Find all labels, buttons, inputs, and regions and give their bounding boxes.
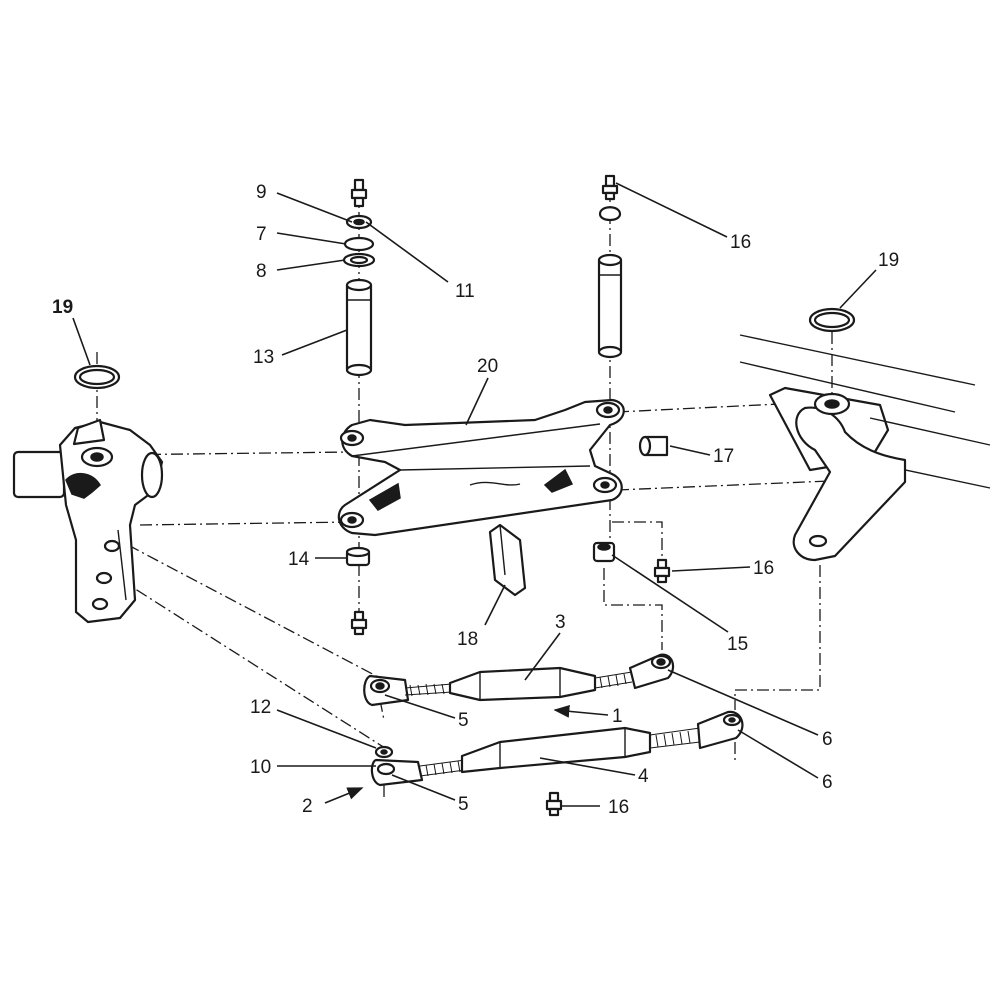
right-steering-arm	[792, 392, 907, 562]
grease-fitting-left-lower	[350, 610, 368, 636]
callout-16-bottom: 16	[608, 797, 629, 818]
tie-rod-lower	[370, 710, 744, 787]
seal-ring-right	[808, 307, 856, 333]
callout-10: 10	[250, 757, 271, 778]
callout-3: 3	[555, 612, 566, 633]
callout-12: 12	[250, 697, 271, 718]
callout-17: 17	[713, 446, 734, 467]
callout-16-top: 16	[730, 232, 751, 253]
grease-fitting-right-mid	[653, 558, 671, 584]
left-pivot-stack	[342, 178, 376, 377]
callout-19-right: 19	[878, 250, 899, 271]
callout-9: 9	[256, 182, 267, 203]
callout-13: 13	[253, 347, 274, 368]
bushing-15	[592, 541, 616, 563]
callout-2: 2	[302, 796, 313, 817]
callout-20: 20	[477, 356, 498, 377]
left-steering-knuckle	[12, 418, 164, 624]
callout-labels: 19 9 7 8 11 13 16 19 20 17 14 16 18 15 3…	[52, 182, 899, 818]
callout-6-upper: 6	[822, 729, 833, 750]
callout-16-mid: 16	[753, 558, 774, 579]
callout-1: 1	[612, 706, 623, 727]
center-arm	[337, 398, 625, 537]
stop-block-18	[488, 523, 527, 597]
callout-7: 7	[256, 224, 267, 245]
seal-ring-left	[73, 364, 121, 390]
grease-fitting-bottom	[545, 791, 563, 817]
bushing-14	[345, 546, 371, 567]
callout-8: 8	[256, 261, 267, 282]
callout-14: 14	[288, 549, 310, 570]
callout-5-upper: 5	[458, 710, 469, 731]
callout-4: 4	[638, 766, 649, 787]
callout-19-left: 19	[52, 297, 73, 318]
callout-11: 11	[455, 281, 475, 302]
tie-rod-upper	[363, 653, 675, 707]
callout-5-lower: 5	[458, 794, 469, 815]
leader-lines	[72, 182, 877, 807]
callout-15: 15	[727, 634, 748, 655]
callout-18: 18	[457, 629, 478, 650]
right-pivot-stack	[597, 174, 623, 359]
callout-6-lower: 6	[822, 772, 833, 793]
bushing-17	[638, 435, 669, 457]
